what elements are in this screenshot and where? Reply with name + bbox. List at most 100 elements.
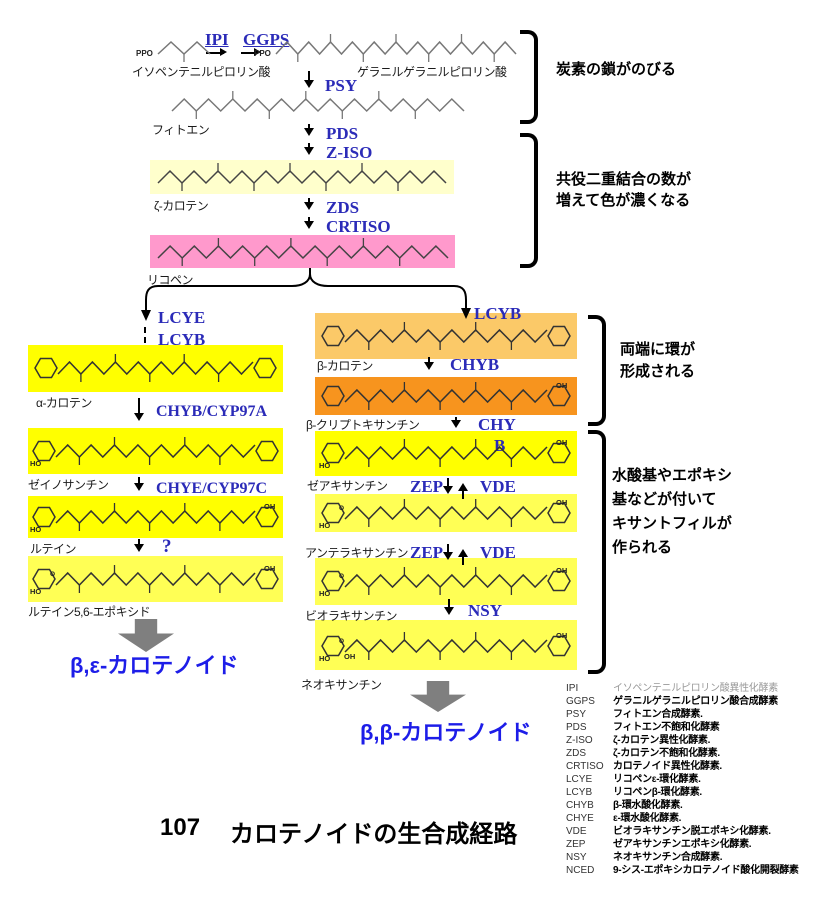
legend-row: NCED 9-シス-エポキシカロテノイド酸化開裂酵素 [566, 864, 830, 877]
alpha-carotene-label: α-カロテン [36, 396, 92, 410]
ggpp-label: ゲラニルゲラニルピロリン酸 [357, 65, 507, 79]
zeinoxanthin-label: ゼイノサンチン [28, 478, 109, 492]
phytoene-structure [171, 91, 465, 119]
enzyme-crtiso: CRTISO [326, 217, 391, 236]
legend-row: PSY フィトエン合成酵素. [566, 708, 830, 721]
vde-up-arrow-1 [458, 483, 468, 499]
phytoene-label: フィトエン [152, 123, 210, 137]
enzyme-lcyb-left: LCYB [158, 330, 206, 349]
legend-row: LCYE リコペンε-環化酵素. [566, 773, 830, 786]
legend-code: LCYE [566, 774, 593, 785]
legend-code: CHYB [566, 800, 594, 811]
legend-desc: ζ-カロテン異性化酵素. [613, 735, 711, 746]
legend-code: PDS [566, 722, 587, 733]
lcye-dashed-arrow [144, 327, 146, 343]
figure-caption: 107 カロテノイドの生合成経路 [160, 814, 517, 849]
note-xanthophyll-4: 作られる [612, 539, 673, 556]
legend-row: GGPS ゲラニルゲラニルピロリン酸合成酵素 [566, 695, 830, 708]
ziso-arrow [304, 143, 314, 155]
legend-desc: 9-シス-エポキシカロテノイド酸化開裂酵素 [613, 865, 799, 876]
svg-text:OH: OH [556, 498, 567, 507]
note-chain-growth: 炭素の鎖がのびる [556, 61, 677, 78]
legend-desc: ε-環水酸化酵素. [613, 813, 682, 824]
figure-number: 107 [160, 814, 201, 841]
svg-text:O: O [339, 638, 344, 645]
svg-text:PPO: PPO [254, 49, 271, 58]
legend-desc: リコペンε-環化酵素. [613, 774, 701, 785]
left-product-label: β,ε-カロテノイド [70, 653, 239, 678]
beta-cryptoxanthin-label: β-クリプトキサンチン [306, 418, 420, 432]
enzyme-pds: PDS [326, 124, 359, 143]
enzyme-chy: CHY [478, 415, 516, 434]
svg-text:HO: HO [30, 525, 41, 534]
enzyme-psy: PSY [325, 76, 358, 95]
legend-code: PSY [566, 709, 587, 720]
beta-cryptoxanthin-structure: OH [321, 381, 571, 410]
legend-code: Z-ISO [566, 735, 593, 746]
zep-down-arrow-1 [443, 478, 453, 494]
enzyme-vde-1: VDE [480, 477, 516, 496]
legend-code: NCED [566, 865, 595, 876]
beta-carotene-label: β-カロテン [317, 359, 373, 373]
zeinoxanthin-structure: HO [30, 437, 279, 468]
enzyme-lcyb-right: LCYB [474, 304, 522, 323]
legend-desc: フィトエン合成酵素. [613, 709, 703, 720]
zeaxanthin-label: ゼアキサンチン [307, 479, 388, 493]
legend-code: VDE [566, 826, 587, 837]
zds-arrow [304, 198, 314, 210]
legend-desc: ゲラニルゲラニルピロリン酸合成酵素 [613, 696, 778, 707]
svg-text:OH: OH [556, 438, 567, 447]
svg-text:HO: HO [30, 459, 41, 468]
svg-text:OH: OH [264, 564, 275, 573]
chye-cyp97c-arrow [134, 477, 144, 491]
bracket-chain-growth [520, 30, 538, 124]
alpha-carotene-structure [34, 354, 277, 382]
chyb-cyp97a-arrow [134, 398, 144, 421]
zep-down-arrow-2 [443, 544, 453, 560]
chy-arrow [451, 417, 461, 428]
lycopene-structure [157, 238, 449, 266]
lycopene-label: リコペン [147, 273, 194, 287]
bracket-conjugation [520, 133, 538, 268]
svg-text:OH: OH [556, 381, 567, 390]
legend-code: ZDS [566, 748, 586, 759]
lutein-label: ルテイン [30, 542, 77, 556]
legend-code: GGPS [566, 696, 595, 707]
legend-desc: ビオラキサンチン脱エポキシ化酵素. [613, 826, 771, 837]
ipp-label: イソペンテニルピロリン酸 [132, 65, 271, 79]
svg-text:O: O [50, 571, 55, 578]
ggps-arrow [241, 48, 261, 56]
enzyme-vde-2: VDE [480, 543, 516, 562]
nsy-arrow [444, 599, 454, 615]
enzyme-lcye: LCYE [158, 308, 206, 327]
unknown-enzyme-label: ? [162, 536, 172, 557]
crtiso-arrow [304, 217, 314, 229]
svg-text:OH: OH [556, 631, 567, 640]
note-xanthophyll-3: キサントフィルが [612, 515, 732, 532]
zeta-carotene-structure [157, 163, 447, 191]
enzyme-zds: ZDS [326, 198, 360, 217]
legend-desc: リコペンβ-環化酵素. [613, 787, 702, 798]
note-conjugation-1: 共役二重結合の数が [556, 171, 692, 188]
svg-text:HO: HO [30, 587, 41, 596]
ipp-structure: PPO [136, 40, 211, 62]
enzyme-nsy: NSY [468, 601, 503, 620]
enzyme-zep-1: ZEP [410, 477, 444, 496]
vde-up-arrow-2 [458, 549, 468, 565]
bracket-xanthophyll [588, 430, 606, 674]
legend-desc: ネオキサンチン合成酵素. [613, 852, 723, 863]
enzyme-ipi: IPI [205, 30, 229, 49]
legend-desc: カロテノイド異性化酵素. [613, 761, 722, 772]
enzyme-zep-2: ZEP [410, 543, 444, 562]
note-xanthophyll-1: 水酸基やエポキシ [612, 467, 733, 484]
branch-split-arrows [141, 268, 471, 321]
